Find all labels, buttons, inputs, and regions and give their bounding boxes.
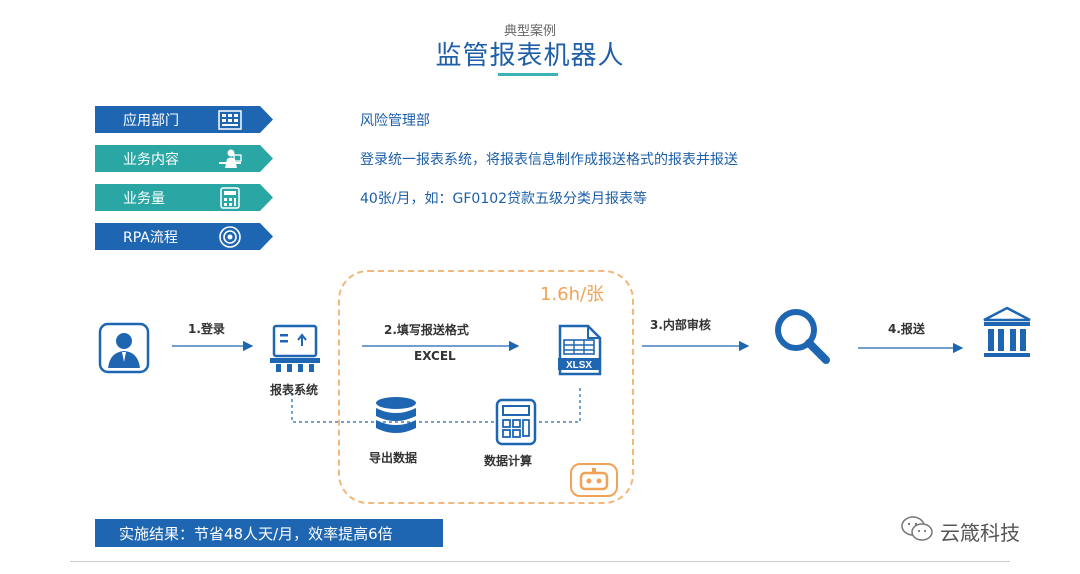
tag-business-content-label: 业务内容	[123, 151, 179, 168]
department-value: 风险管理部	[360, 113, 430, 129]
page-title: 监管报表机器人	[435, 41, 625, 71]
regulator-building-icon	[982, 306, 1032, 362]
tag-department: 应用部门	[95, 106, 273, 133]
user-icon	[98, 322, 150, 378]
time-per-report-label: 1.6h/张	[540, 284, 605, 305]
tag-rpa-process-label: RPA流程	[123, 229, 178, 246]
wechat-icon	[900, 515, 934, 548]
tag-business-content: 业务内容	[95, 145, 273, 172]
data-calc-label: 数据计算	[484, 454, 533, 468]
calculator-icon	[217, 186, 243, 209]
data-calc-icon	[494, 398, 538, 450]
result-text: 实施结果：节省48人天/月，效率提高6倍	[119, 524, 393, 543]
step-review-label: 3.内部审核	[650, 318, 711, 332]
xlsx-label: XLSX	[566, 360, 592, 371]
tag-department-label: 应用部门	[123, 112, 179, 129]
step-submit-label: 4.报送	[888, 322, 925, 336]
target-icon	[217, 225, 243, 248]
export-data-label: 导出数据	[369, 451, 418, 465]
robot-icon	[570, 463, 618, 501]
footer-divider	[70, 561, 1010, 562]
worker-at-desk-icon	[217, 148, 243, 170]
watermark-text: 云箴科技	[940, 521, 1020, 545]
result-banner: 实施结果：节省48人天/月，效率提高6倍	[95, 519, 443, 547]
report-system-label: 报表系统	[270, 383, 319, 397]
building-icon	[217, 109, 243, 131]
tag-volume: 业务量	[95, 184, 273, 211]
search-review-icon	[772, 306, 832, 370]
tag-rpa-process: RPA流程	[95, 223, 273, 250]
database-icon	[372, 396, 420, 446]
step-fill-format-label: 2.填写报送格式	[384, 323, 469, 337]
report-system-icon	[266, 322, 322, 378]
xlsx-file-icon: XLSX	[556, 324, 602, 380]
watermark: 云箴科技	[900, 515, 1020, 548]
title-underline	[498, 73, 558, 76]
tag-volume-label: 业务量	[123, 190, 165, 207]
step-login-label: 1.登录	[188, 322, 225, 336]
automation-scope-box	[338, 270, 634, 504]
business-content-value: 登录统一报表系统，将报表信息制作成报送格式的报表并报送	[360, 152, 738, 168]
volume-value: 40张/月，如：GF0102贷款五级分类月报表等	[360, 191, 648, 207]
step-fill-format-sub: EXCEL	[414, 349, 456, 363]
section-subtitle: 典型案例	[503, 24, 556, 39]
